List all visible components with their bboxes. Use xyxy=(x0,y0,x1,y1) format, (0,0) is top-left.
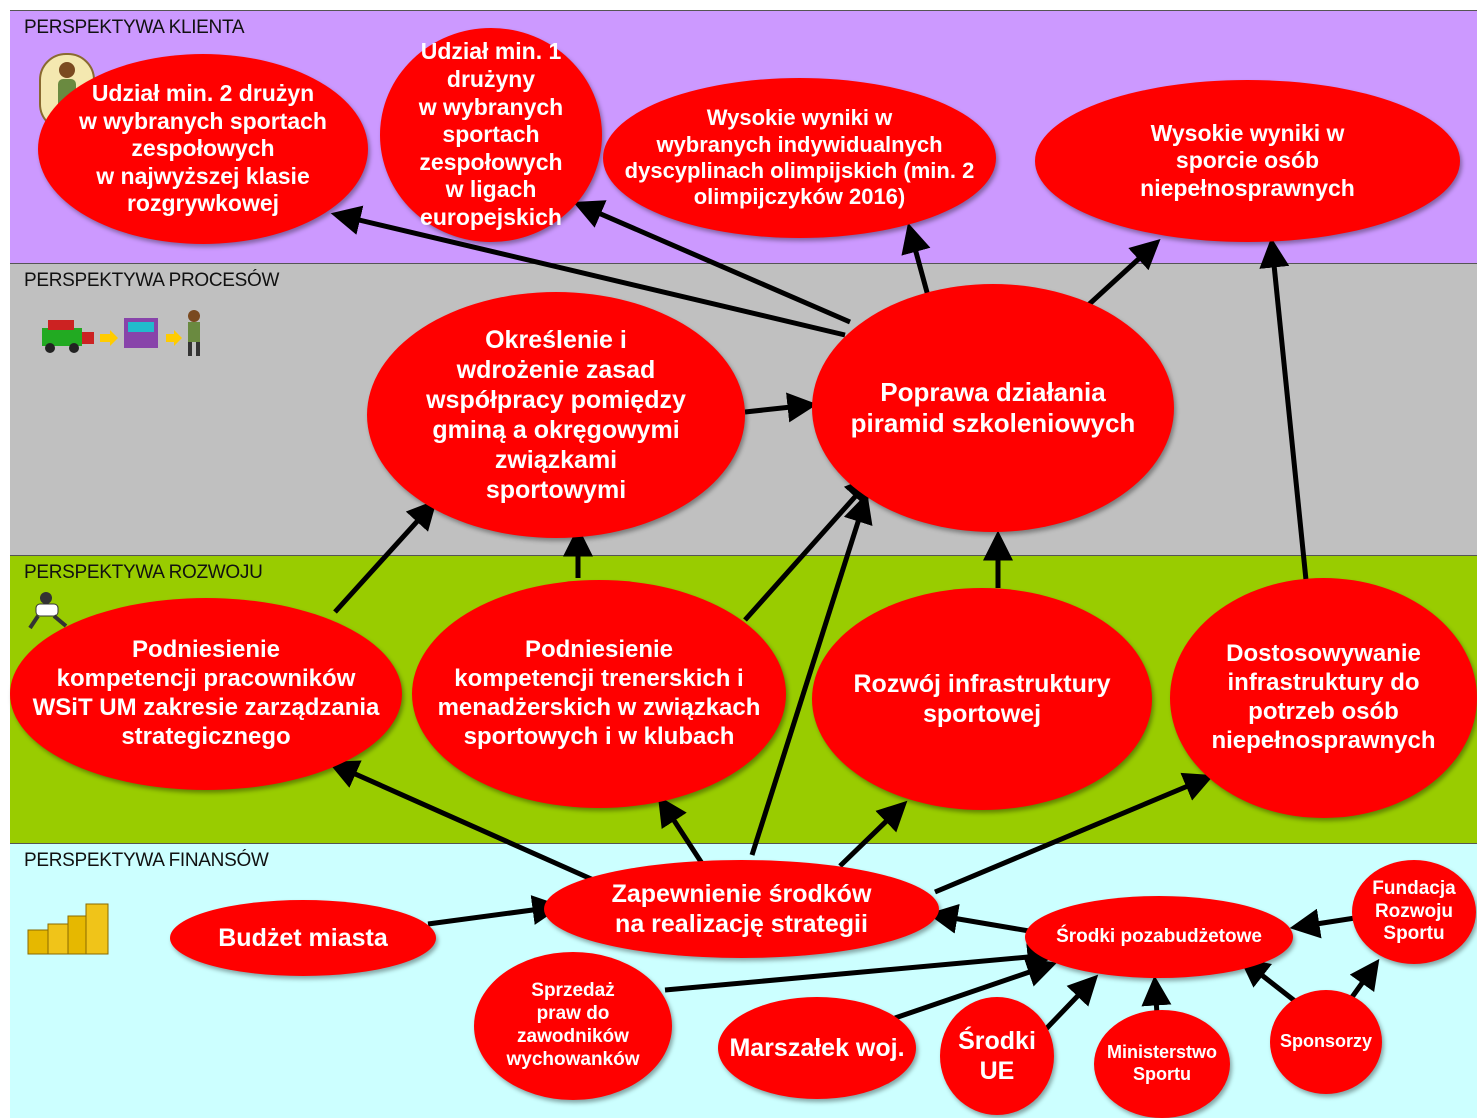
source-sprzedaz-praw: Sprzedaż praw do zawodników wychowanków xyxy=(474,952,672,1100)
process-flow-icon xyxy=(42,310,200,356)
goal-podniesienie-pracownikow: Podniesienie kompetencji pracowników WSi… xyxy=(10,598,402,790)
goal-zapewnienie-srodkow: Zapewnienie środków na realizację strate… xyxy=(544,860,939,958)
source-srodki-pozabudzetowe: Środki pozabudżetowe xyxy=(1025,896,1293,978)
goal-dostosowywanie-infrastruktury: Dostosowywanie infrastruktury do potrzeb… xyxy=(1170,578,1477,818)
source-srodki-ue: Środki UE xyxy=(940,997,1054,1115)
goal-podniesienie-trenerskich: Podniesienie kompetencji trenerskich i m… xyxy=(412,580,786,808)
source-fundacja-rozwoju-sportu: Fundacja Rozwoju Sportu xyxy=(1352,860,1476,964)
perspective-label: PERSPEKTYWA PROCESÓW xyxy=(24,270,280,291)
goal-rozwoj-infrastruktury: Rozwój infrastruktury sportowej xyxy=(812,588,1152,810)
source-marszalek-woj: Marszałek woj. xyxy=(718,997,916,1099)
goal-poprawa-piramid: Poprawa działania piramid szkoleniowych xyxy=(812,284,1174,532)
source-ministerstwo-sportu: Ministerstwo Sportu xyxy=(1094,1010,1230,1118)
perspective-label: PERSPEKTYWA KLIENTA xyxy=(24,17,245,38)
perspective-label: PERSPEKTYWA ROZWOJU xyxy=(24,562,263,583)
source-sponsorzy: Sponsorzy xyxy=(1270,990,1382,1094)
goal-udzial-1-druzyny: Udział min. 1 drużyny w wybranych sporta… xyxy=(380,28,602,242)
goal-udzial-2-druzyn: Udział min. 2 drużyn w wybranych sportac… xyxy=(38,54,368,244)
runner-icon xyxy=(28,592,68,630)
coins-icon xyxy=(27,903,109,955)
goal-wyniki-olimpijskie: Wysokie wyniki w wybranych indywidualnyc… xyxy=(603,78,996,238)
perspective-label: PERSPEKTYWA FINANSÓW xyxy=(24,850,269,871)
goal-okreslenie-zasad: Określenie i wdrożenie zasad współpracy … xyxy=(367,292,745,538)
source-budzet-miasta: Budżet miasta xyxy=(170,900,436,976)
goal-wyniki-niepelnosprawnych: Wysokie wyniki w sporcie osób niepełnosp… xyxy=(1035,80,1460,242)
